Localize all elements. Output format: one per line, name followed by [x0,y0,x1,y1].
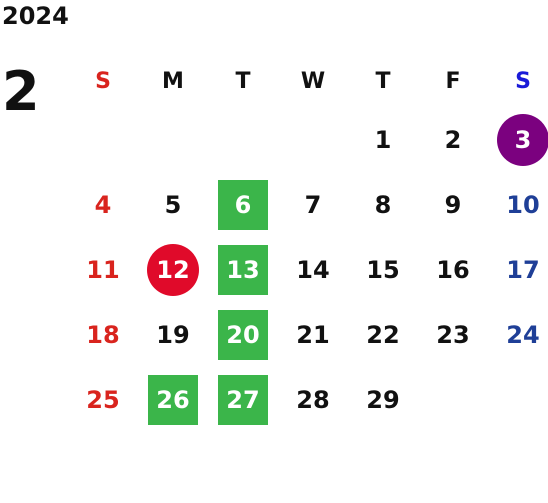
day-cell[interactable]: 14 [296,255,330,284]
holiday-marker: 3 [497,113,548,166]
day-cell-empty [418,367,488,432]
day-cell-sunday[interactable]: 4 [94,190,112,219]
day-cell-sunday[interactable]: 11 [86,255,120,284]
year-label: 2024 [2,2,69,30]
day-cell-empty [138,107,208,172]
weekday-header-tue: T [235,68,251,94]
day-cell-highlighted[interactable]: 20 [208,302,278,367]
highlight-marker: 20 [218,309,268,360]
highlight-marker: 26 [148,374,198,425]
day-cell[interactable]: 9 [444,190,462,219]
day-cell-highlighted[interactable]: 13 [208,237,278,302]
weekday-header-fri: F [445,68,461,94]
weekday-header-mon: M [162,68,184,94]
day-cell-empty [488,367,548,432]
day-cell-saturday[interactable]: 24 [506,320,540,349]
month-label: 2 [2,60,40,123]
day-cell[interactable]: 23 [436,320,470,349]
day-cell[interactable]: 2 [444,125,462,154]
day-cell[interactable]: 28 [296,385,330,414]
day-cell[interactable]: 7 [304,190,322,219]
day-cell-empty [68,107,138,172]
highlight-marker: 27 [218,374,268,425]
weekday-header-sat: S [515,68,531,94]
day-cell[interactable]: 5 [164,190,182,219]
day-cell[interactable]: 22 [366,320,400,349]
holiday-marker: 12 [147,243,199,296]
weekday-header-wed: W [300,68,326,94]
day-cell-empty [208,107,278,172]
day-cell[interactable]: 29 [366,385,400,414]
day-cell-sunday[interactable]: 18 [86,320,120,349]
highlight-marker: 6 [218,179,268,230]
day-cell-empty [278,107,348,172]
day-cell-saturday[interactable]: 10 [506,190,540,219]
day-cell[interactable]: 16 [436,255,470,284]
day-cell[interactable]: 1 [374,125,392,154]
day-cell-sunday[interactable]: 25 [86,385,120,414]
day-cell-holiday[interactable]: 12 [138,237,208,302]
weekday-header-thu: T [375,68,391,94]
day-cell-highlighted[interactable]: 26 [138,367,208,432]
day-cell[interactable]: 15 [366,255,400,284]
calendar-grid: S M T W T F S 1 2 3 4 5 6 7 8 9 10 11 12… [68,55,548,432]
day-cell-holiday[interactable]: 3 [488,107,548,172]
day-cell[interactable]: 8 [374,190,392,219]
weekday-header-sun: S [95,68,111,94]
day-cell-highlighted[interactable]: 27 [208,367,278,432]
day-cell-saturday[interactable]: 17 [506,255,540,284]
day-cell[interactable]: 19 [156,320,190,349]
day-cell[interactable]: 21 [296,320,330,349]
highlight-marker: 13 [218,244,268,295]
day-cell-highlighted[interactable]: 6 [208,172,278,237]
